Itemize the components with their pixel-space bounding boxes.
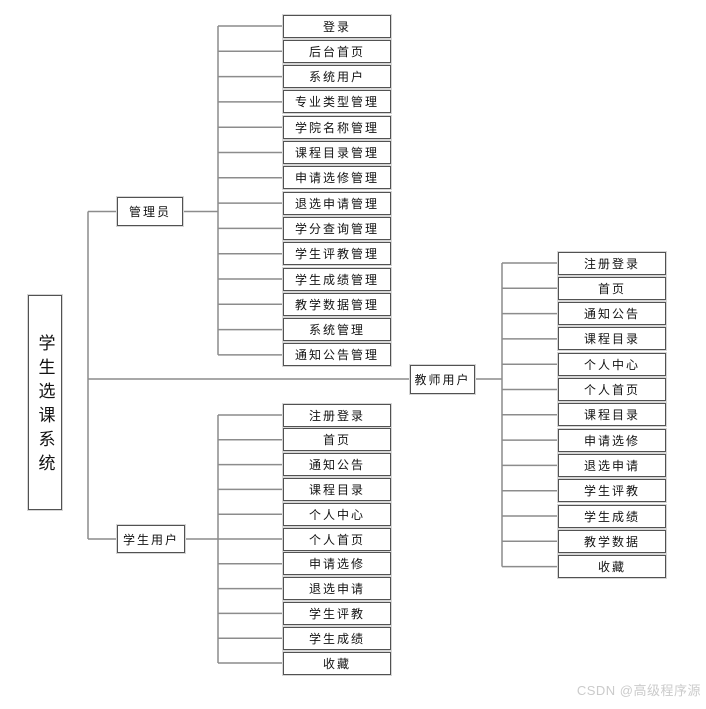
student-leaf: 收藏	[283, 651, 391, 675]
student-leaf: 个人中心	[283, 502, 391, 526]
branch-student-node: 学生用户	[117, 525, 185, 553]
teacher-leaf: 教学数据	[558, 529, 666, 553]
teacher-leaf: 课程目录	[558, 403, 666, 427]
admin-leaf: 系统用户	[283, 65, 391, 89]
watermark: CSDN @高级程序源	[576, 683, 701, 698]
teacher-leaf: 学生成绩	[558, 504, 666, 528]
student-leaf: 退选申请	[283, 577, 391, 601]
admin-leaf: 学院名称管理	[283, 115, 391, 139]
branch-admin-node: 管理员	[117, 197, 183, 226]
student-leaf: 个人首页	[283, 527, 391, 551]
teacher-leaf: 学生评教	[558, 479, 666, 503]
admin-leaf: 登录	[283, 14, 391, 38]
student-leaf: 课程目录	[283, 477, 391, 501]
teacher-leaf: 个人首页	[558, 378, 666, 401]
student-leaf: 首页	[283, 428, 391, 452]
admin-leaf: 课程目录管理	[283, 141, 391, 164]
admin-leaf: 学生评教管理	[283, 242, 391, 266]
student-leaf: 注册登录	[283, 403, 391, 427]
student-leaf: 通知公告	[283, 453, 391, 477]
student-leaf: 学生成绩	[283, 626, 391, 650]
teacher-leaf: 通知公告	[558, 302, 666, 326]
teacher-leaf: 课程目录	[558, 327, 666, 351]
teacher-leaf: 收藏	[558, 555, 666, 579]
root-node: 学生选课系统	[28, 295, 62, 510]
admin-leaf: 申请选修管理	[283, 166, 391, 190]
student-leaf: 学生评教	[283, 601, 391, 625]
admin-leaf: 学分查询管理	[283, 216, 391, 240]
student-leaf: 申请选修	[283, 552, 391, 576]
teacher-leaf: 退选申请	[558, 453, 666, 477]
teacher-leaf: 申请选修	[558, 428, 666, 452]
admin-leaf: 专业类型管理	[283, 90, 391, 114]
branch-teacher-node: 教师用户	[410, 364, 475, 394]
teacher-leaf: 个人中心	[558, 352, 666, 376]
admin-leaf: 后台首页	[283, 39, 391, 63]
admin-leaf: 退选申请管理	[283, 191, 391, 215]
admin-leaf: 通知公告管理	[283, 343, 391, 367]
teacher-leaf: 首页	[558, 276, 666, 300]
admin-leaf: 教学数据管理	[283, 292, 391, 316]
teacher-leaf: 注册登录	[558, 251, 666, 275]
admin-leaf: 学生成绩管理	[283, 267, 391, 291]
admin-leaf: 系统管理	[283, 318, 391, 342]
